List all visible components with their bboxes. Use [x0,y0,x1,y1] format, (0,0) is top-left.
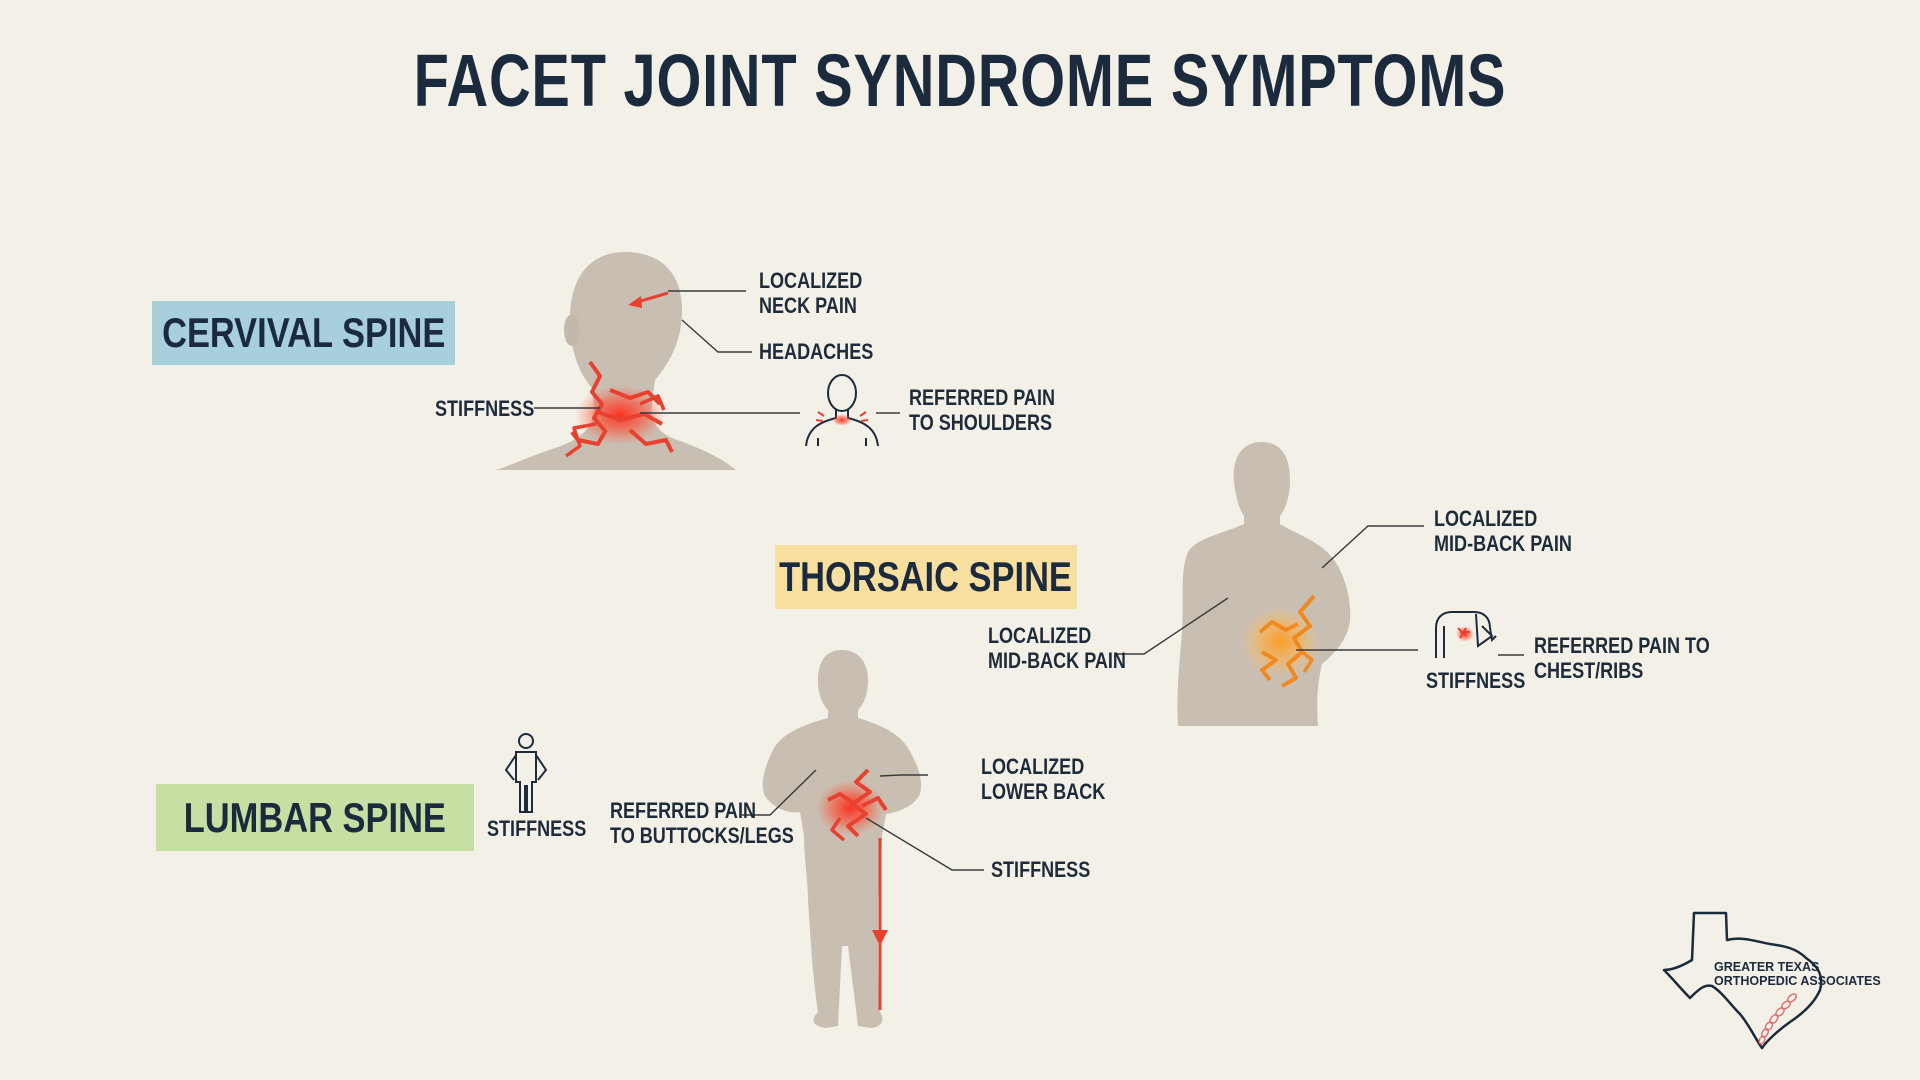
lumbar-localized-lower-back-label: LOCALIZED LOWER BACK [981,754,1105,804]
neck-pain-marks [564,360,674,458]
logo-line-2: ORTHOPEDIC ASSOCIATES [1714,974,1881,988]
label-line: TO SHOULDERS [909,410,1053,435]
label-line: MID-BACK PAIN [1434,531,1572,556]
label-line: CHEST/RIBS [1534,658,1644,683]
lumbar-spine-badge: LUMBAR SPINE [156,784,474,851]
standing-person-icon [504,733,548,813]
label-line: STIFFNESS [487,816,587,841]
cervical-headaches-label: HEADACHES [759,339,873,364]
thoracic-spine-badge: THORSAIC SPINE [775,545,1077,609]
chest-pain-mark [1456,626,1474,642]
cervical-stiffness-label: STIFFNESS [435,396,534,421]
lumbar-stiffness-label: STIFFNESS [991,857,1090,882]
cervical-spine-badge-label: CERVIVAL SPINE [161,309,446,356]
cervical-leader-lines [534,290,900,414]
mid-back-pain-marks [1240,594,1320,688]
lumbar-spine-badge-label: LUMBAR SPINE [183,793,447,841]
logo-wordmark: GREATER TEXAS ORTHOPEDIC ASSOCIATES [1714,960,1881,988]
thoracic-leader-lines [1116,525,1524,656]
label-line: LOCALIZED [1434,506,1538,531]
label-line: TO BUTTOCKS/LEGS [610,823,794,848]
shoulders-person-icon [805,374,879,447]
page-title: FACET JOINT SYNDROME SYMPTOMS [413,39,1507,122]
thoracic-referred-pain-label: REFERRED PAIN TO CHEST/RIBS [1534,633,1710,683]
label-line: STIFFNESS [1426,668,1526,693]
leg-pain-arrow-icon [872,838,888,1010]
cervical-referred-pain-label: REFERRED PAIN TO SHOULDERS [909,385,1055,435]
head-neck-silhouette [494,252,736,470]
label-line: LOCALIZED [988,623,1092,648]
label-line: STIFFNESS [435,396,535,421]
label-line: REFERRED PAIN [909,385,1056,410]
label-line: REFERRED PAIN TO [1534,633,1710,658]
lumbar-stiffness-icon-label: STIFFNESS [487,816,586,841]
label-line: STIFFNESS [991,857,1091,882]
cervical-spine-badge: CERVIVAL SPINE [152,301,455,365]
thoracic-spine-badge-label: THORSAIC SPINE [779,553,1073,600]
thoracic-localized-left-label: LOCALIZED MID-BACK PAIN [988,623,1126,673]
thoracic-localized-top-label: LOCALIZED MID-BACK PAIN [1434,506,1572,556]
label-line: LOWER BACK [981,779,1106,804]
label-line: LOCALIZED [981,754,1085,779]
lumbar-referred-pain-label: REFERRED PAIN TO BUTTOCKS/LEGS [610,798,794,848]
shoulder-pain-marks [815,411,869,426]
torso-silhouette [1177,442,1351,726]
headache-arrow-icon [628,291,669,308]
thoracic-stiffness-label: STIFFNESS [1426,668,1525,693]
logo-line-1: GREATER TEXAS [1714,960,1820,974]
label-line: REFERRED PAIN [610,798,757,823]
cervical-localized-neck-pain-label: LOCALIZED NECK PAIN [759,268,862,318]
chest-ribs-icon [1435,611,1497,658]
label-line: HEADACHES [759,339,874,364]
label-line: MID-BACK PAIN [988,648,1126,673]
lumbar-leader-lines [742,769,984,871]
label-line: NECK PAIN [759,293,857,318]
label-line: LOCALIZED [759,268,863,293]
texas-spine-logo-icon [1662,911,1823,1050]
lower-back-pain-marks [816,768,888,842]
